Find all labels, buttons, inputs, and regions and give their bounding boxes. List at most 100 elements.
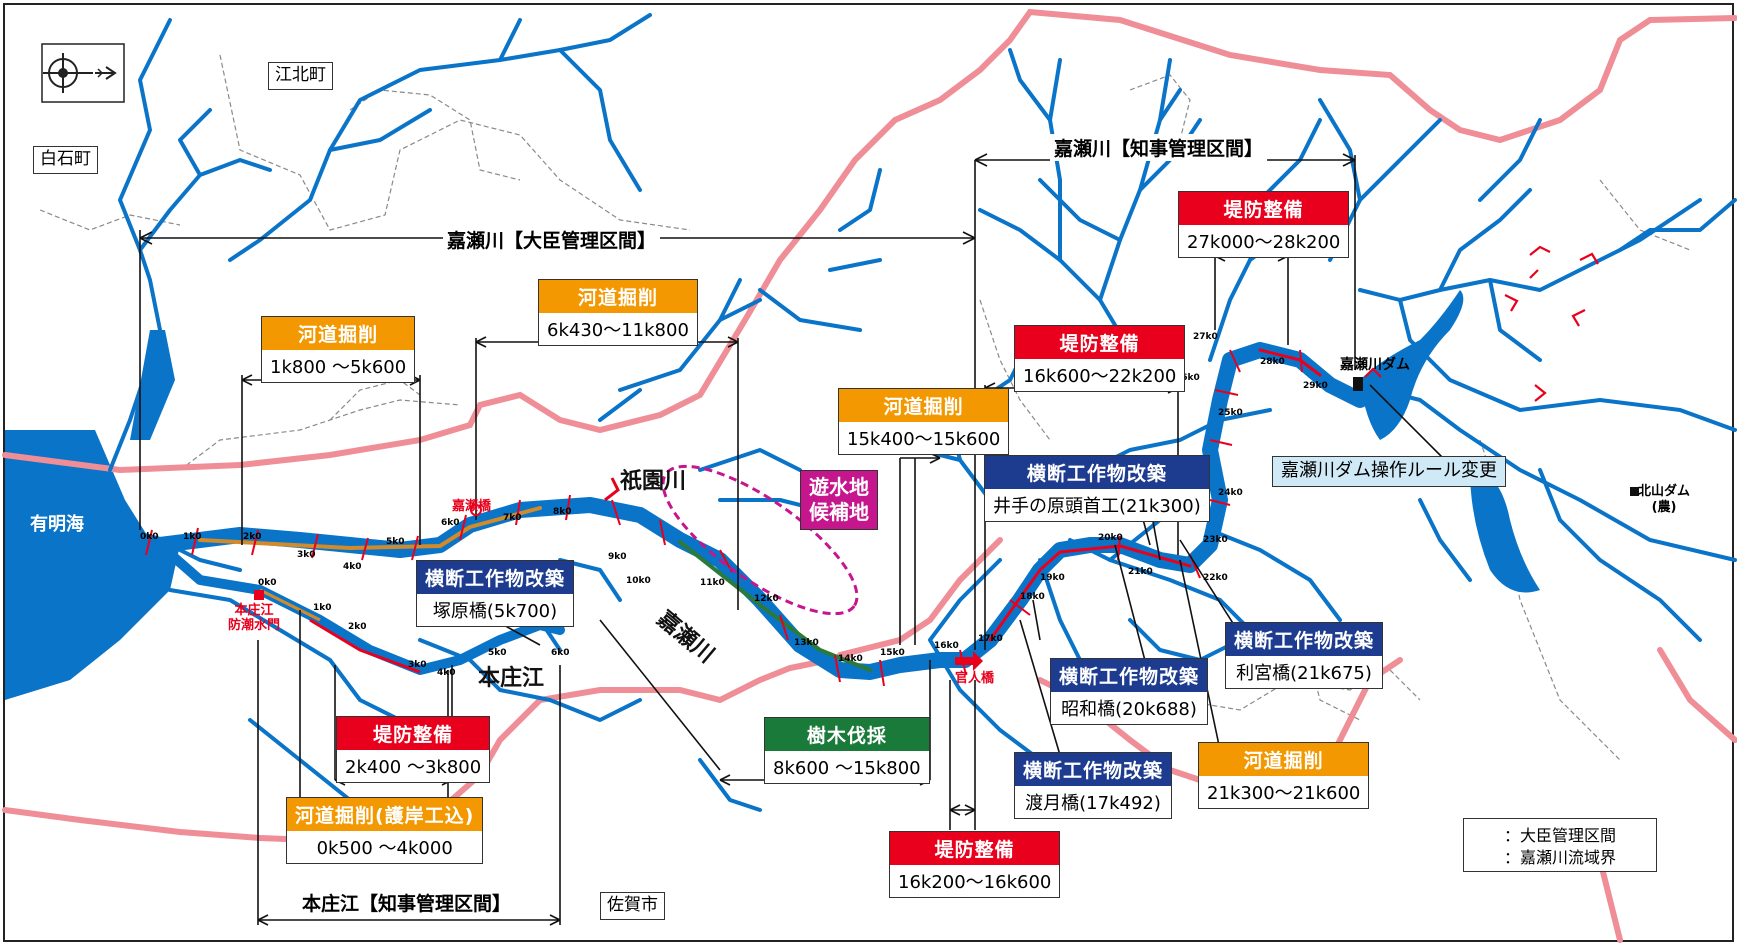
callout-structure-idenohara: 横断工作物改築 井手の原頭首工(21k300) [984, 455, 1210, 522]
callout-structure-togetsu: 横断工作物改築 渡月橋(17k492) [1014, 752, 1173, 819]
callout-title: 河道掘削(護岸工込) [287, 798, 483, 831]
callout-range: 16k200～16k600 [898, 872, 1052, 893]
callout-range: 井手の原頭首工(21k300) [993, 496, 1201, 517]
km-post: 7k0 [503, 513, 522, 523]
callout-range: 渡月橋(17k492) [1025, 793, 1161, 814]
hokuzan-lake [1470, 470, 1540, 593]
town-kohoku: 江北町 [268, 62, 333, 90]
km-post: 20k0 [1098, 533, 1123, 543]
ariake-sea [5, 430, 180, 700]
map-frame [3, 3, 1734, 942]
callout-tree-clearing: 樹木伐採 8k600 ～15k800 [764, 717, 930, 784]
dam-reservoir [1360, 290, 1464, 440]
callout-range: 利宮橋(21k675) [1236, 663, 1372, 684]
callout-range: 0k500 ～4k000 [316, 838, 453, 859]
honjo-km-post: 4k0 [437, 668, 456, 678]
dam-marker [1353, 377, 1363, 391]
km-post: 5k0 [386, 537, 405, 547]
callout-range: 27k000～28k200 [1187, 232, 1341, 253]
callout-title: 樹木伐採 [765, 718, 929, 751]
callout-range: 昭和橋(20k688) [1061, 699, 1197, 720]
km-post: 0k0 [140, 532, 159, 542]
km-post: 1k0 [183, 532, 202, 542]
km-post: 14k0 [838, 654, 863, 664]
honjo-levee [309, 618, 421, 674]
callout-dredge-1k800: 河道掘削 1k800 ～5k600 [261, 316, 416, 383]
callout-levee-2k400: 堤防整備 2k400 ～3k800 [336, 716, 491, 783]
km-ticks [145, 349, 1303, 687]
km-post: 29k0 [1303, 381, 1328, 391]
km-post: 12k0 [754, 594, 779, 604]
km-post: 28k0 [1260, 357, 1285, 367]
flow-arrows [1364, 245, 1599, 402]
callout-title: 堤防整備 [890, 832, 1060, 865]
km-post: 11k0 [700, 578, 725, 588]
callout-levee-27k000: 堤防整備 27k000～28k200 [1178, 191, 1350, 258]
callout-structure-tsukahara: 横断工作物改築 塚原橋(5k700) [416, 560, 575, 627]
sea-label: 有明海 [30, 514, 84, 535]
legend-item-minister: ：大臣管理区間 [1470, 823, 1650, 845]
km-post: 21k0 [1128, 567, 1153, 577]
callout-range: 6k430～11k800 [547, 320, 689, 341]
km-post: 17k0 [978, 634, 1003, 644]
honjo-dredge [259, 588, 321, 622]
km-post: 23k0 [1203, 535, 1228, 545]
place-kase-bridge: 嘉瀬橋 [452, 499, 492, 514]
callout-title: 横断工作物改築 [1015, 753, 1172, 786]
callout-dredge-15k400: 河道掘削 15k400～15k600 [838, 388, 1010, 455]
place-honjo-gate: 本庄江 防潮水門 [228, 603, 281, 633]
callout-structure-rigu: 横断工作物改築 利宮橋(21k675) [1225, 622, 1384, 689]
honjo-km-post: 1k0 [313, 603, 332, 613]
place-hokuzan-dam: 北山ダム (農) [1638, 484, 1691, 515]
km-post: 15k0 [880, 648, 905, 658]
hokuzan-marker [1630, 487, 1639, 496]
honjo-km-post: 6k0 [551, 648, 570, 658]
dam-rule-change-label: 嘉瀬川ダム操作ルール変更 [1272, 456, 1506, 487]
km-post: 3k0 [297, 550, 316, 560]
section-governor-kase: 嘉瀬川【知事管理区間】 [1050, 134, 1268, 161]
callout-title: 堤防整備 [337, 717, 490, 750]
km-post: 10k0 [626, 576, 651, 586]
section-governor-honjo: 本庄江【知事管理区間】 [298, 889, 516, 916]
kase-bridge-marker [470, 504, 482, 516]
compass-icon [41, 43, 125, 103]
callout-range: 15k400～15k600 [847, 429, 1001, 450]
honjo-km-post: 5k0 [488, 648, 507, 658]
callout-title: 横断工作物改築 [1051, 659, 1208, 692]
place-kasegawa-dam: 嘉瀬川ダム [1340, 357, 1410, 373]
section-minister: 嘉瀬川【大臣管理区間】 [443, 226, 661, 253]
km-post: 13k0 [794, 638, 819, 648]
honjo-km-post: 2k0 [348, 622, 367, 632]
callout-title: 河道掘削 [539, 280, 697, 313]
legend-label: ：大臣管理区間 [1504, 826, 1617, 845]
callout-title: 横断工作物改築 [985, 456, 1209, 489]
legend-item-watershed: ：嘉瀬川流域界 [1470, 845, 1650, 867]
callout-dredge-21k300: 河道掘削 21k300～21k600 [1198, 742, 1370, 809]
town-shiroishi: 白石町 [33, 146, 98, 174]
callout-title: 堤防整備 [1015, 326, 1185, 359]
km-post: 25k0 [1218, 408, 1243, 418]
legend-label: ：嘉瀬川流域界 [1504, 848, 1617, 867]
km-post: 22k0 [1203, 573, 1228, 583]
callout-dredge-0k500: 河道掘削(護岸工込) 0k500 ～4k000 [286, 797, 484, 864]
honjo-km-post: 0k0 [258, 578, 277, 588]
km-post: 26k0 [1175, 373, 1200, 383]
place-kanbe-bridge: 官人橋 [955, 671, 995, 686]
honjo-river [155, 540, 565, 675]
km-post: 18k0 [1020, 592, 1045, 602]
km-post: 24k0 [1218, 488, 1243, 498]
callout-range: 塚原橋(5k700) [432, 601, 558, 622]
retention-ellipse [661, 464, 859, 616]
km-post: 27k0 [1193, 332, 1218, 342]
km-post: 2k0 [243, 532, 262, 542]
km-post: 16k0 [934, 641, 959, 651]
km-post: 19k0 [1040, 573, 1065, 583]
tributaries [108, 13, 1737, 812]
callout-dredge-6k430: 河道掘削 6k430～11k800 [538, 279, 698, 346]
callout-range: 8k600 ～15k800 [773, 758, 921, 779]
retention-candidate-label: 遊水地 候補地 [800, 470, 878, 530]
callout-title: 横断工作物改築 [417, 561, 574, 594]
callout-title: 河道掘削 [839, 389, 1009, 422]
callout-structure-showa: 横断工作物改築 昭和橋(20k688) [1050, 658, 1209, 725]
